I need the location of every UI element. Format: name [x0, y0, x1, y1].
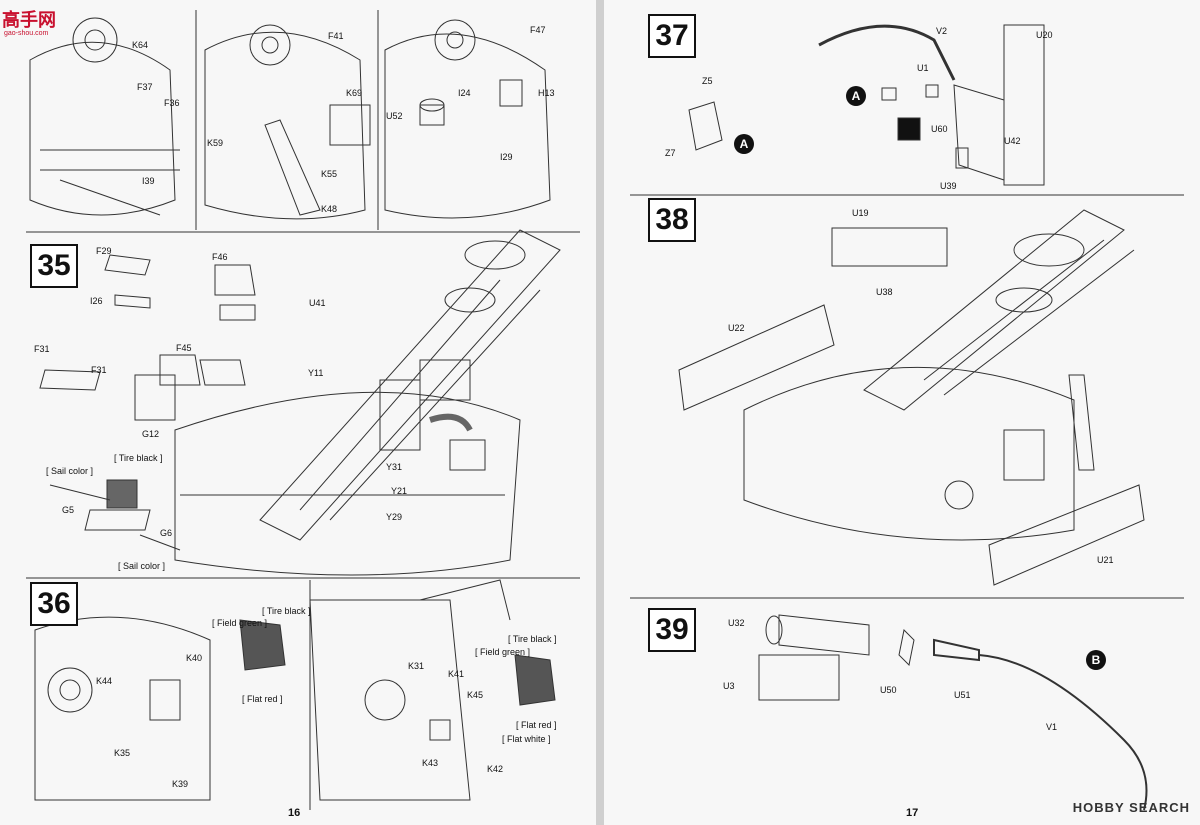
step-number: 39 [648, 608, 696, 652]
part-label: Z7 [665, 148, 676, 158]
part-label: Y11 [308, 368, 324, 378]
part-label: Y21 [391, 486, 408, 496]
part-label: F36 [164, 98, 180, 108]
paint-label: [ Field green ] [475, 647, 531, 657]
paint-label: [ Tire black ] [262, 606, 311, 616]
part-label: V1 [1046, 722, 1058, 732]
paint-label: [ Tire black ] [114, 453, 163, 463]
part-label: K55 [321, 169, 338, 179]
paint-label: [ Flat white ] [502, 734, 551, 744]
part-label: Y31 [386, 462, 403, 472]
callout-marker: A [734, 134, 754, 154]
part-label: U52 [386, 111, 403, 121]
watermark-hobby-search: HOBBY SEARCH [1072, 800, 1190, 815]
part-label: U39 [940, 181, 957, 191]
paint-label: [ Sail color ] [46, 466, 94, 476]
part-label: H13 [538, 88, 555, 98]
step-number: 38 [648, 198, 696, 242]
part-label: U3 [723, 681, 735, 691]
callout-marker: B [1086, 650, 1106, 670]
part-label: G12 [142, 429, 160, 439]
part-label: K40 [186, 653, 203, 663]
paint-label: [ Field green ] [212, 618, 268, 628]
part-label: F29 [96, 246, 112, 256]
part-label: F31 [34, 344, 50, 354]
part-label: K42 [487, 764, 504, 774]
part-label: I29 [500, 152, 513, 162]
watermark-logo: 高手网 [2, 10, 56, 30]
part-label: U32 [728, 618, 745, 628]
step-number: 36 [30, 582, 78, 626]
instruction-page-right: 37 V2 U20 Z5 U1 U60 U42 Z7 U39 A A 38 U1… [604, 0, 1200, 825]
part-label: U50 [880, 685, 897, 695]
part-label: K44 [96, 676, 113, 686]
part-label: K64 [132, 40, 149, 50]
part-label: Y29 [386, 512, 403, 522]
part-label: K45 [467, 690, 484, 700]
part-label: F41 [328, 31, 344, 41]
page-gutter [596, 0, 604, 825]
part-label: U22 [728, 323, 745, 333]
part-label: U38 [876, 287, 893, 297]
part-label: V2 [936, 26, 948, 36]
part-label: U21 [1097, 555, 1114, 565]
page-number: 17 [906, 807, 919, 819]
part-label: U60 [931, 124, 948, 134]
paint-label: [ Flat red ] [516, 720, 557, 730]
page-number: 16 [288, 807, 301, 819]
part-label: Z5 [702, 76, 713, 86]
part-label: K43 [422, 758, 439, 768]
part-label: U41 [309, 298, 326, 308]
paint-label: [ Flat red ] [242, 694, 283, 704]
part-label: F31 [91, 365, 107, 375]
part-label: I24 [458, 88, 471, 98]
part-label: U20 [1036, 30, 1053, 40]
part-label: K41 [448, 669, 465, 679]
part-label: F47 [530, 25, 546, 35]
part-label: G6 [160, 528, 173, 538]
instruction-page-left: 高手网 gao-shou.com K64 F37 F36 I39 F41 K69… [0, 0, 596, 825]
part-label: I26 [90, 296, 103, 306]
left-page-line-art [26, 10, 580, 810]
callout-marker: A [846, 86, 866, 106]
part-label: U19 [852, 208, 869, 218]
part-label: K48 [321, 204, 338, 214]
part-label: K31 [408, 661, 425, 671]
part-label: K35 [114, 748, 131, 758]
watermark-url: gao-shou.com [4, 30, 49, 37]
part-label: U51 [954, 690, 971, 700]
part-label: G5 [62, 505, 75, 515]
step-number: 37 [648, 14, 696, 58]
part-label: F46 [212, 252, 228, 262]
step-number: 35 [30, 244, 78, 288]
part-label: K39 [172, 779, 189, 789]
right-page-line-art [630, 24, 1184, 811]
part-label: F37 [137, 82, 153, 92]
part-label: I39 [142, 176, 155, 186]
part-label: K69 [346, 88, 363, 98]
part-label: F45 [176, 343, 192, 353]
part-label: K59 [207, 138, 224, 148]
paint-label: [ Tire black ] [508, 634, 557, 644]
paint-label: [ Sail color ] [118, 561, 166, 571]
part-label: U1 [917, 63, 929, 73]
part-label: U42 [1004, 136, 1021, 146]
